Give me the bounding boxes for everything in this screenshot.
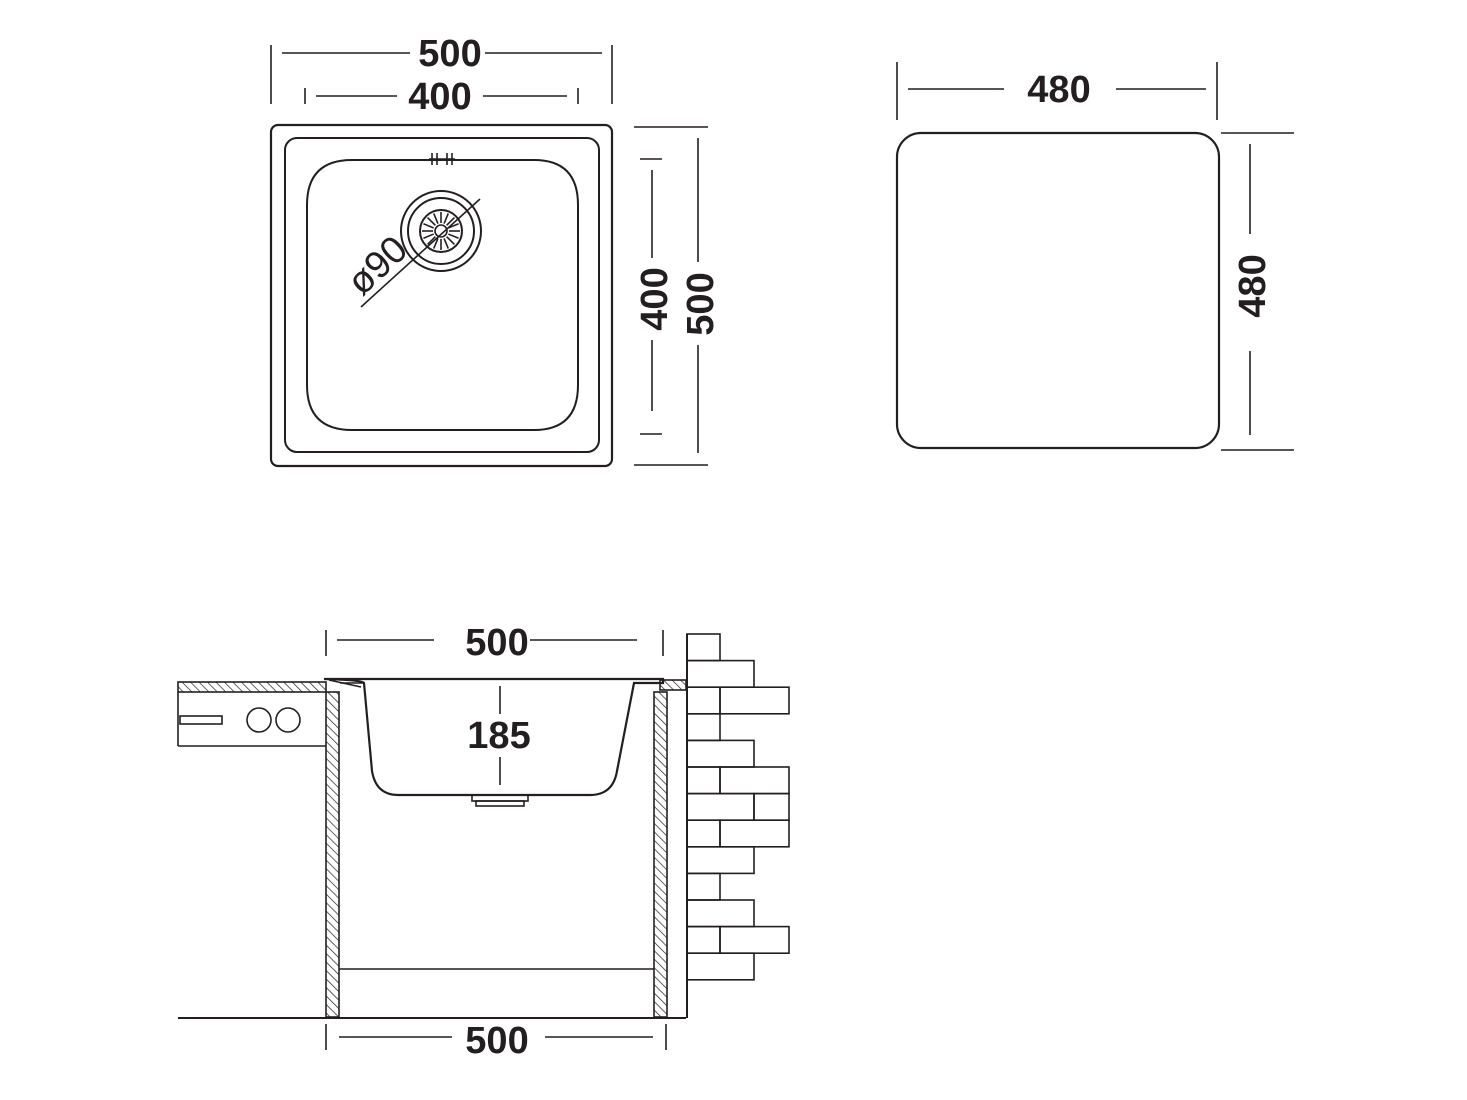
- drain-spoke: [446, 236, 456, 246]
- sink-outer-flange: [269, 123, 614, 468]
- brick: [686, 872, 721, 901]
- brick: [719, 766, 790, 795]
- top-view: ø90 500 400 400: [269, 33, 722, 468]
- brick: [686, 925, 721, 954]
- dim-side-depth-label: 185: [467, 715, 530, 757]
- drain-spoke: [448, 222, 459, 229]
- brick: [686, 686, 721, 715]
- dim-side-width-top-label: 500: [465, 622, 528, 664]
- dim-top-height-inner-label: 400: [634, 267, 676, 330]
- drain-spoke: [426, 216, 436, 226]
- dim-side-width-bottom-label: 500: [465, 1020, 528, 1062]
- brick: [686, 899, 755, 928]
- brick-wall: [686, 633, 790, 981]
- cutout-outline: [895, 131, 1221, 450]
- dim-cutout-height-label: 480: [1232, 254, 1274, 317]
- cutout-view: 480 480: [895, 62, 1294, 451]
- side-view: 500 185 500: [177, 622, 790, 1062]
- dim-top-width-outer-label: 500: [418, 33, 481, 75]
- drain-spoke: [443, 213, 450, 224]
- dim-top-width-inner-label: 400: [408, 76, 471, 118]
- brick: [686, 952, 755, 981]
- brick: [719, 925, 790, 954]
- drain-diameter-label: ø90: [339, 228, 416, 303]
- stove-front: [177, 692, 326, 747]
- brick: [686, 633, 721, 662]
- stove-control-slot: [179, 715, 223, 725]
- brick: [719, 819, 790, 848]
- drain-icon: [400, 190, 482, 272]
- drain-diameter-leader: [360, 198, 481, 308]
- brick: [686, 792, 755, 821]
- dim-top-width-outer: 500: [270, 33, 613, 104]
- stove-knob-icon: [246, 707, 272, 733]
- countertop-left: [177, 681, 327, 693]
- sink-profile-inner: [328, 679, 362, 688]
- stove-knob-icon: [275, 707, 301, 733]
- cabinet-wall-right: [653, 691, 668, 1018]
- dim-cutout-width: 480: [896, 62, 1218, 120]
- brick: [686, 766, 721, 795]
- dim-top-height-outer: 500: [634, 126, 722, 466]
- dim-top-width-inner: 400: [304, 76, 579, 118]
- brick: [719, 686, 790, 715]
- sink-profile: [323, 677, 665, 797]
- drain-spoke: [443, 238, 450, 249]
- dim-cutout-height: 480: [1221, 132, 1294, 451]
- brick: [686, 659, 755, 688]
- brick: [686, 712, 721, 742]
- brick: [686, 819, 721, 848]
- drain-spoke: [423, 233, 434, 240]
- dim-side-depth: 185: [467, 686, 531, 785]
- drain-stub: [471, 794, 529, 807]
- sink-inner-rim: [284, 137, 600, 453]
- drain-spoke: [432, 213, 439, 224]
- brick: [686, 739, 755, 768]
- brick: [753, 792, 790, 821]
- overflow-mark: [429, 153, 455, 165]
- sink-bowl-outline: [306, 159, 579, 431]
- dim-top-height-outer-label: 500: [680, 272, 722, 335]
- brick: [686, 845, 755, 875]
- cabinet-wall-left: [325, 691, 340, 1018]
- drain-spoke: [426, 236, 436, 246]
- dim-side-width-top: 500: [325, 622, 664, 664]
- drain-spoke: [448, 233, 459, 240]
- dim-top-height-inner: 400: [634, 158, 676, 435]
- drain-spoke: [446, 216, 456, 226]
- drain-spoke: [423, 222, 434, 229]
- drain-spoke: [432, 238, 439, 249]
- dim-side-width-bottom: 500: [325, 1020, 667, 1062]
- dim-cutout-width-label: 480: [1027, 69, 1090, 111]
